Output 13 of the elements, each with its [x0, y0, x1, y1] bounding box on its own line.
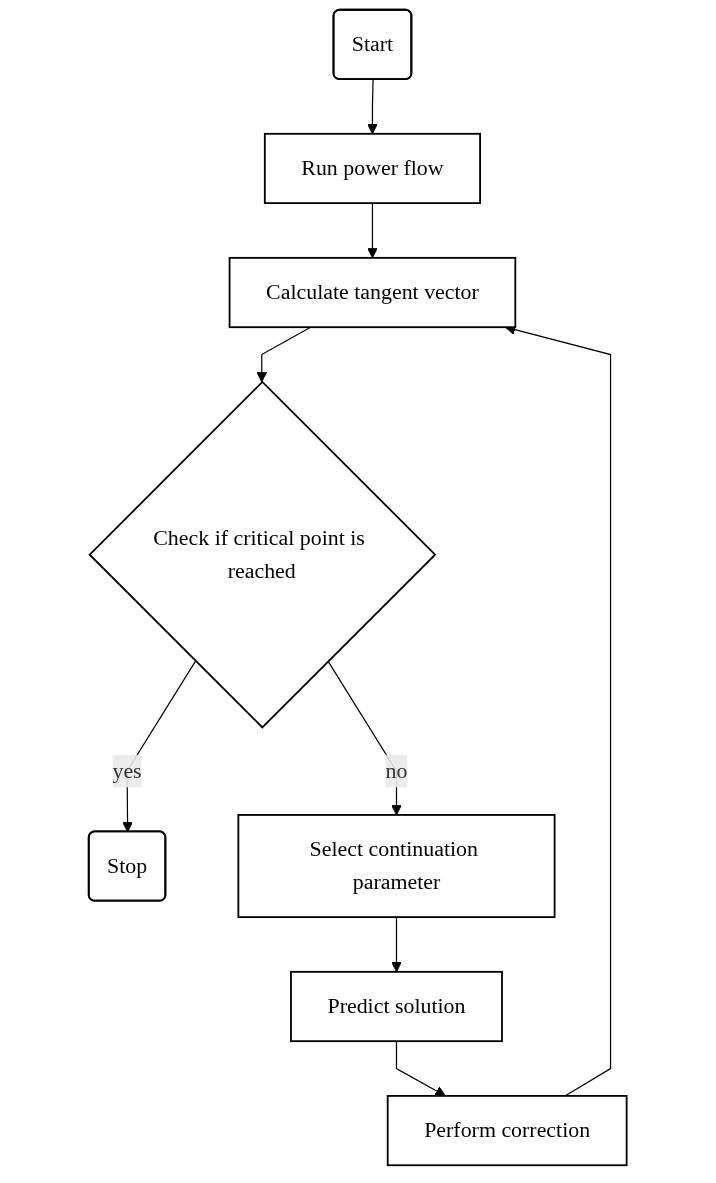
- node-box: Calculate tangent vector: [229, 256, 517, 329]
- node-box: Predict solution: [290, 970, 504, 1043]
- node-diamond: Check if critical point is reached: [88, 380, 437, 729]
- edge-label: no: [385, 758, 408, 783]
- arrow: [396, 1040, 447, 1097]
- arrow: [367, 202, 379, 259]
- arrow: [256, 326, 312, 383]
- node-box: Select continuation parameter: [237, 814, 556, 918]
- arrow: [391, 916, 403, 973]
- node-box: Run power flow: [264, 132, 482, 205]
- arrow: [367, 79, 379, 135]
- node-box: Perform correction: [387, 1095, 628, 1167]
- edge-label: yes: [112, 758, 142, 783]
